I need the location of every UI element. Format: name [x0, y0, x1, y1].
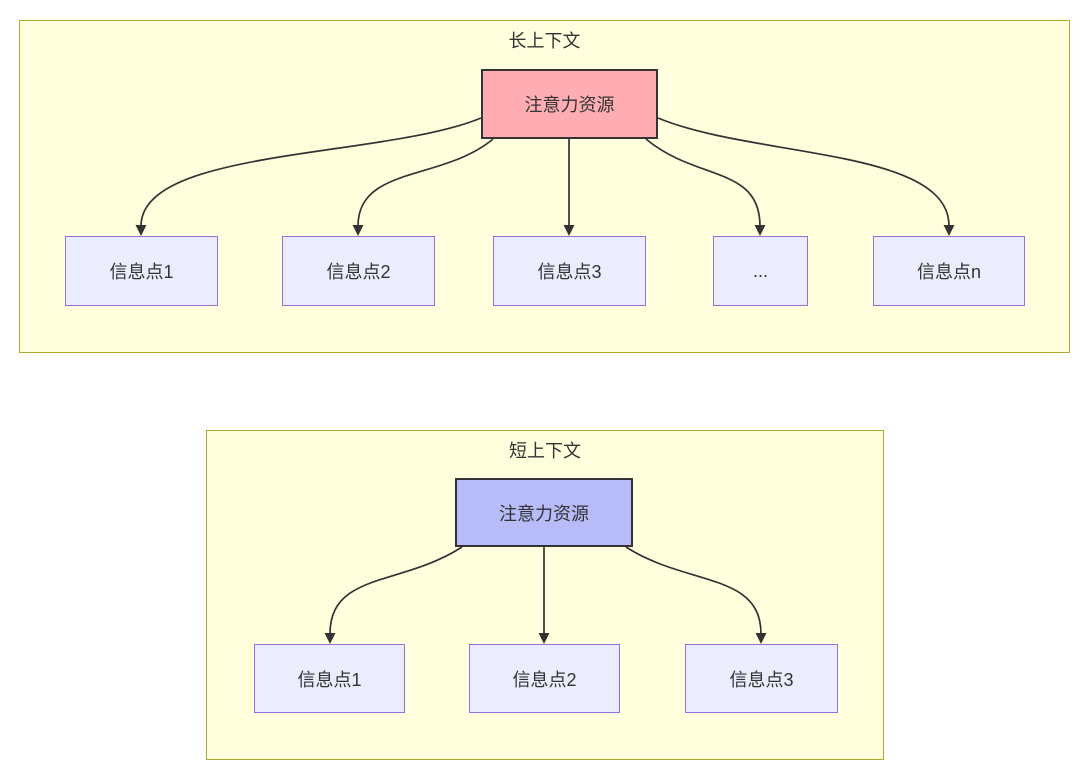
short-attention-source-node: 注意力资源	[455, 478, 633, 547]
short-info-node-2: 信息点2	[469, 644, 620, 713]
short-info-node-3: 信息点3	[685, 644, 838, 713]
long-info-node-1: 信息点1	[65, 236, 218, 306]
long-info-node-2: 信息点2	[282, 236, 435, 306]
long-info-node-n: 信息点n	[873, 236, 1025, 306]
long-context-title: 长上下文	[508, 31, 581, 51]
long-info-node-ellipsis: ...	[713, 236, 808, 306]
long-attention-source-node: 注意力资源	[481, 69, 658, 139]
short-info-node-1: 信息点1	[254, 644, 405, 713]
short-context-title: 短上下文	[509, 441, 581, 461]
long-info-node-3: 信息点3	[493, 236, 646, 306]
